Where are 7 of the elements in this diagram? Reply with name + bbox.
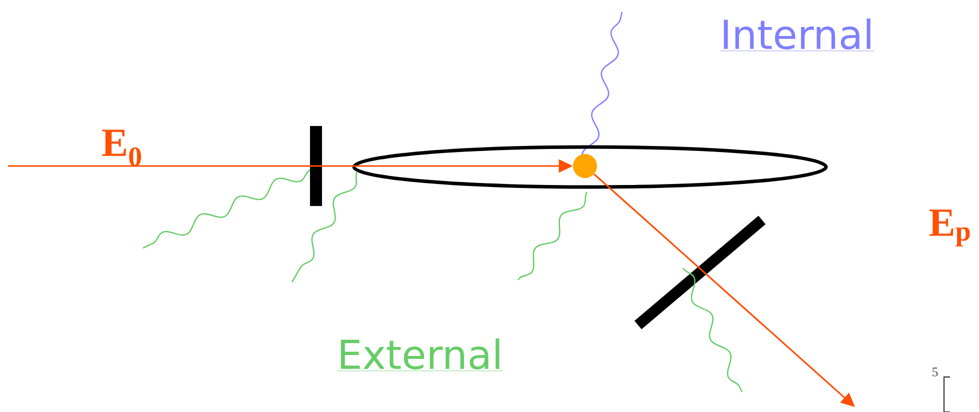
particle-dot	[573, 154, 597, 178]
field-label: E$_{0}$	[102, 130, 142, 166]
cavity-ellipse	[352, 145, 828, 189]
page-number: 5	[932, 368, 938, 376]
underlined-label: Internal	[720, 18, 874, 52]
field-label: E$_{p}$	[929, 210, 970, 246]
underlined-label: External	[336, 338, 504, 372]
